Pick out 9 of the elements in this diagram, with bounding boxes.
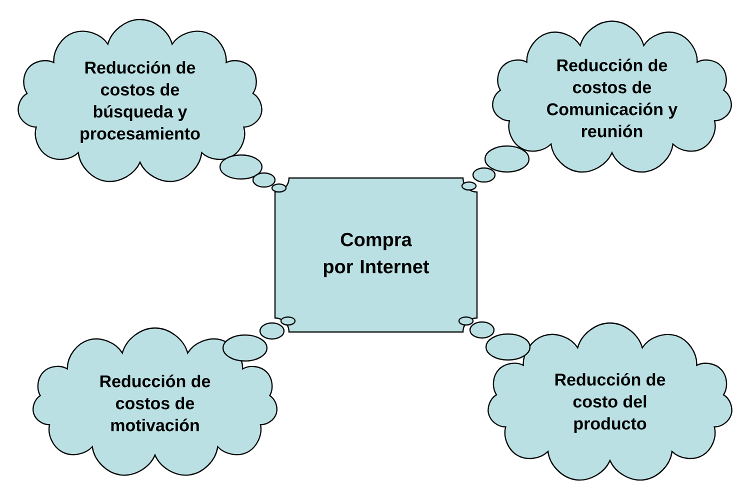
thought-cloud: Reducción de costos de Comunicación y reunión <box>492 20 732 173</box>
thought-cloud: Reducción de costos de búsqueda y procesamiento <box>18 18 262 182</box>
thought-bubbles <box>219 154 287 193</box>
plaque-box: Compra por Internet <box>274 177 478 333</box>
thought-bubbles <box>458 316 531 361</box>
thought-cloud: Reducción de costos de motivación <box>32 327 278 476</box>
thought-bubbles <box>222 316 296 362</box>
thought-bubbles <box>461 145 530 191</box>
thought-cloud: Reducción de costo del producto <box>488 322 732 481</box>
